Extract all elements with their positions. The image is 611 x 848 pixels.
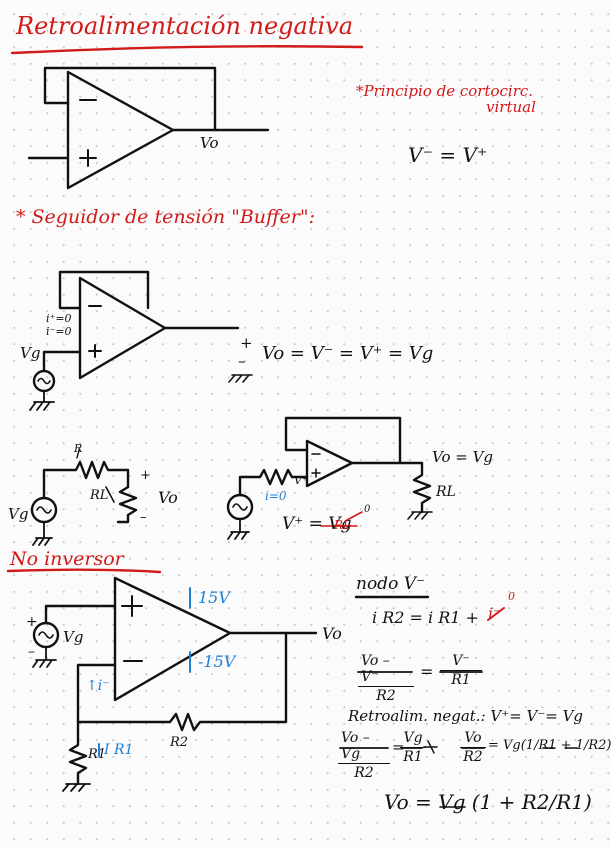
eq1-equals: = bbox=[420, 662, 434, 681]
principle-line-1: *Principio de cortocirc. bbox=[356, 82, 534, 100]
buffered-vplus-label: V⁺ bbox=[294, 474, 308, 487]
kcl-zero: 0 bbox=[508, 590, 515, 603]
eq2-c-denominator: R2 bbox=[463, 749, 483, 765]
eq1-right-denominator: R1 bbox=[451, 672, 471, 688]
final-gain-equation: Vo = Vg (1 + R2/R1) bbox=[384, 790, 592, 814]
eq2-b-denominator: R1 bbox=[403, 749, 423, 765]
eq2-a-numerator: Vo – Vg bbox=[341, 730, 370, 762]
source-vg-label: Vg bbox=[63, 628, 84, 646]
eq2-a-denominator: R2 bbox=[354, 765, 374, 781]
divider-rl-label: RL bbox=[90, 488, 109, 503]
opamp-1-output-label: Vo bbox=[200, 134, 219, 152]
buffered-rl-label: RL bbox=[436, 484, 456, 500]
principle-line-2: virtual bbox=[486, 98, 536, 116]
eq1-left-denominator: R2 bbox=[376, 688, 396, 704]
eq2-fraction-b: Vg R1 bbox=[400, 730, 426, 765]
kcl-struck-i-minus: i⁻ bbox=[488, 604, 502, 623]
buffer-equation: Vo = V⁻ = V⁺ = Vg bbox=[262, 343, 434, 364]
negative-feedback-note: Retroalim. negat.: V⁺= V⁻= Vg bbox=[348, 707, 584, 725]
r2-label: R2 bbox=[170, 735, 189, 750]
i-minus-arrow: ↑i⁻ bbox=[86, 678, 110, 694]
buffer-plus-sign: + bbox=[240, 334, 253, 352]
eq1-left-numerator: Vo – V⁻ bbox=[361, 653, 390, 685]
eq2-b-numerator: Vg bbox=[403, 730, 423, 746]
eq1-right-numerator: V⁻ bbox=[452, 653, 470, 669]
eq1-right-fraction: V⁻ R1 bbox=[440, 653, 482, 688]
node-v-minus-heading: nodo V⁻ bbox=[356, 574, 425, 594]
non-inverting-vo-label: Vo bbox=[322, 624, 342, 643]
buffered-zero: 0 bbox=[364, 504, 371, 515]
kcl-equation: i R2 = i R1 + bbox=[372, 608, 479, 627]
non-inverting-heading: No inversor bbox=[10, 548, 124, 570]
eq2-tail: = Vg(1/R1 + 1/R2) bbox=[488, 738, 611, 753]
eq2-fraction-c: Vo R2 bbox=[460, 730, 486, 765]
divider-vo-label: Vo bbox=[158, 488, 178, 507]
opamp-1 bbox=[66, 70, 175, 190]
divider-r-label: R bbox=[74, 442, 83, 455]
eq2-equals-1: = bbox=[392, 738, 405, 756]
buffer-heading: * Seguidor de tensión "Buffer": bbox=[16, 206, 315, 228]
r1-label: R1 bbox=[88, 747, 107, 762]
i-minus-label: i⁻=0 bbox=[46, 325, 72, 338]
supply-plus-15v: 15V bbox=[198, 588, 230, 607]
divider-minus: – bbox=[140, 510, 147, 525]
source-plus-sign: + bbox=[26, 614, 38, 630]
eq2-fraction-a: Vo – Vg R2 bbox=[338, 730, 390, 781]
buffered-equation: V⁺ = Vg bbox=[282, 514, 352, 534]
buffered-struck-rl: RL bbox=[334, 518, 352, 532]
buffer-vg-label: Vg bbox=[20, 344, 41, 362]
ir1-current-label: I R1 bbox=[104, 742, 134, 758]
eq2-c-numerator: Vo bbox=[464, 730, 482, 746]
buffered-i0-label: i=0 bbox=[265, 489, 287, 503]
buffer-minus-sign: – bbox=[238, 352, 246, 370]
divider-vg-label: Vg bbox=[8, 505, 29, 523]
eq1-left-fraction: Vo – V⁻ R2 bbox=[358, 653, 414, 704]
divider-plus: + bbox=[140, 468, 151, 483]
supply-minus-15v: -15V bbox=[198, 652, 236, 671]
i-plus-label: i⁺=0 bbox=[46, 312, 72, 325]
virtual-short-equation: V⁻ = V⁺ bbox=[408, 143, 488, 167]
buffered-vo-eq: Vo = Vg bbox=[432, 448, 494, 466]
page-title: Retroalimentación negativa bbox=[16, 12, 354, 40]
source-minus-sign: – bbox=[28, 644, 35, 660]
opamp-2 bbox=[78, 276, 167, 380]
